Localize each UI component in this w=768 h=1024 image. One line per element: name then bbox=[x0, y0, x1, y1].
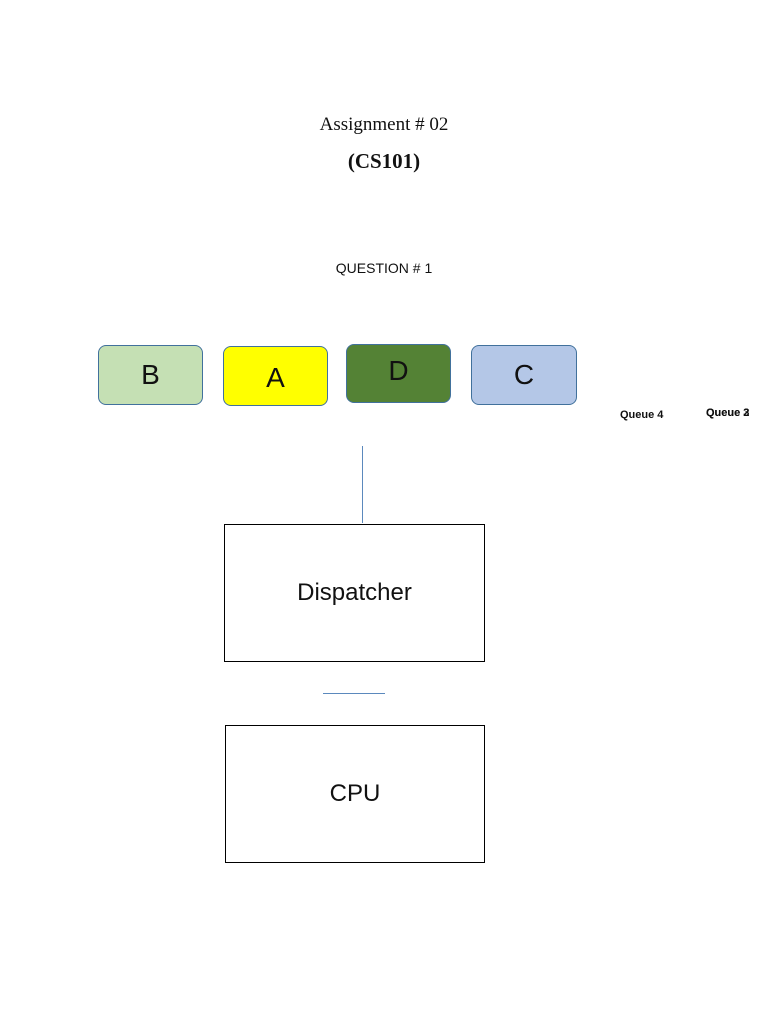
question-heading: QUESTION # 1 bbox=[335, 260, 433, 276]
assignment-title: Assignment # 02 bbox=[319, 114, 449, 135]
dispatcher-to-cpu-connector bbox=[323, 693, 385, 694]
process-box-a: A bbox=[223, 346, 328, 406]
course-code: (CS101) bbox=[347, 149, 421, 173]
process-box-b: B bbox=[98, 345, 203, 405]
queue-4-label: Queue 4 bbox=[620, 409, 664, 421]
process-box-d: D bbox=[346, 344, 451, 403]
cpu-box: CPU bbox=[225, 725, 485, 863]
dispatcher-box: Dispatcher bbox=[224, 524, 485, 662]
queue-2-label: Queue 2 bbox=[706, 407, 750, 419]
process-box-c: C bbox=[471, 345, 577, 405]
queue-3-label: Queue 3 bbox=[706, 407, 750, 419]
queue-to-dispatcher-connector bbox=[362, 446, 363, 523]
